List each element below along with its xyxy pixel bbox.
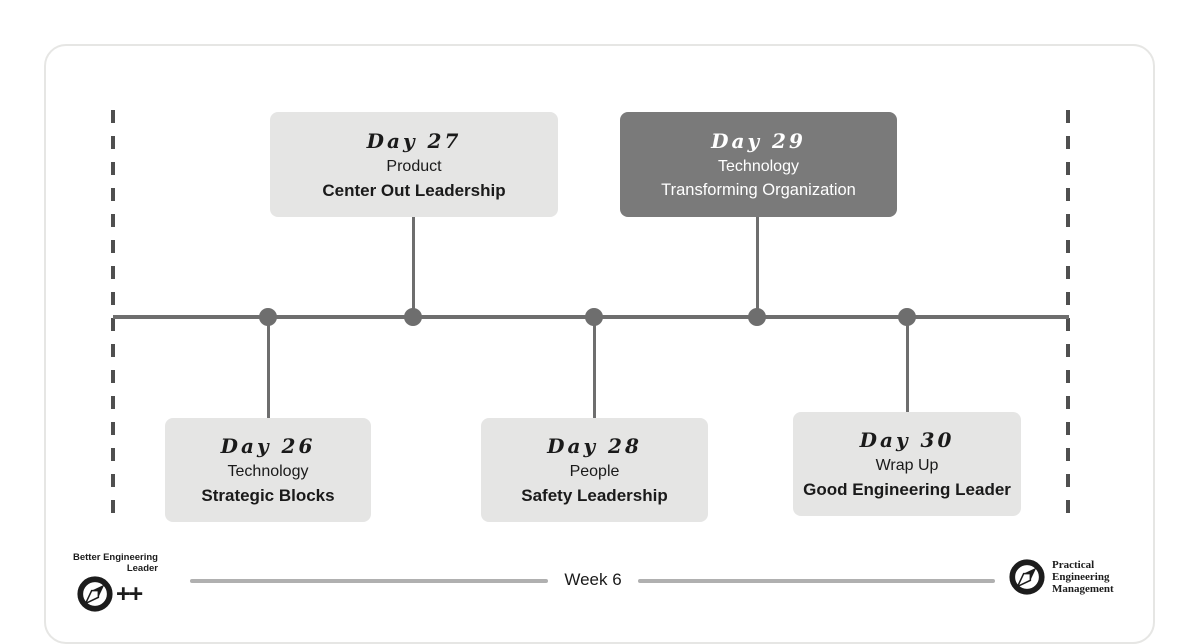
week-divider-line-left xyxy=(190,579,548,583)
logo-left-line2: Leader xyxy=(126,563,158,574)
timeline-dot-day26 xyxy=(259,308,277,326)
event-day-label: Day 28 xyxy=(547,434,642,458)
event-card-day29: Day 29 Technology Transforming Organizat… xyxy=(620,112,897,217)
compass-icon xyxy=(77,576,113,612)
event-category-label: People xyxy=(569,463,620,480)
connector-day26 xyxy=(267,317,270,419)
event-title-label: Good Engineering Leader xyxy=(803,480,1011,499)
logo-right-line3: Management xyxy=(1052,583,1114,595)
timeline-dot-day30 xyxy=(898,308,916,326)
event-category-label: Technology xyxy=(227,463,309,480)
event-category-label: Technology xyxy=(718,158,799,175)
logo-right-line2: Engineering xyxy=(1052,571,1110,583)
event-card-day27: Day 27 Product Center Out Leadership xyxy=(270,112,558,217)
timeline-dot-day29 xyxy=(748,308,766,326)
better-engineering-leader-logo: Better Engineering Leader ++ xyxy=(70,552,166,613)
event-category-label: Wrap Up xyxy=(875,457,939,474)
event-day-label: Day 29 xyxy=(711,129,806,153)
compass-icon xyxy=(1009,559,1045,595)
event-title-label: Strategic Blocks xyxy=(201,486,335,505)
week-divider-line-right xyxy=(638,579,995,583)
logo-right-line1: Practical xyxy=(1052,559,1095,571)
event-title-label: Safety Leadership xyxy=(521,486,668,505)
connector-day29 xyxy=(756,215,759,317)
event-card-day26: Day 26 Technology Strategic Blocks xyxy=(165,418,371,522)
connector-day27 xyxy=(412,215,415,317)
event-day-label: Day 27 xyxy=(366,128,462,153)
event-category-label: Product xyxy=(386,157,442,175)
plus-plus-label: ++ xyxy=(116,580,143,608)
event-day-label: Day 30 xyxy=(859,428,955,452)
timeline-dot-day27 xyxy=(404,308,422,326)
connector-day28 xyxy=(593,317,596,419)
event-card-day28: Day 28 People Safety Leadership xyxy=(481,418,708,522)
event-card-day30: Day 30 Wrap Up Good Engineering Leader xyxy=(793,412,1021,516)
event-title-label: Transforming Organization xyxy=(661,181,856,199)
diagram-canvas: Day 27 Product Center Out Leadership Day… xyxy=(44,44,1155,644)
event-title-label: Center Out Leadership xyxy=(322,180,506,200)
event-day-label: Day 26 xyxy=(220,434,316,458)
logo-left-line1: Better Engineering xyxy=(73,552,158,563)
connector-day30 xyxy=(906,317,909,413)
week-label: Week 6 xyxy=(564,570,622,589)
timeline-dot-day28 xyxy=(585,308,603,326)
practical-engineering-management-logo: Practical Engineering Management xyxy=(1008,558,1114,596)
card-frame xyxy=(44,44,1155,644)
